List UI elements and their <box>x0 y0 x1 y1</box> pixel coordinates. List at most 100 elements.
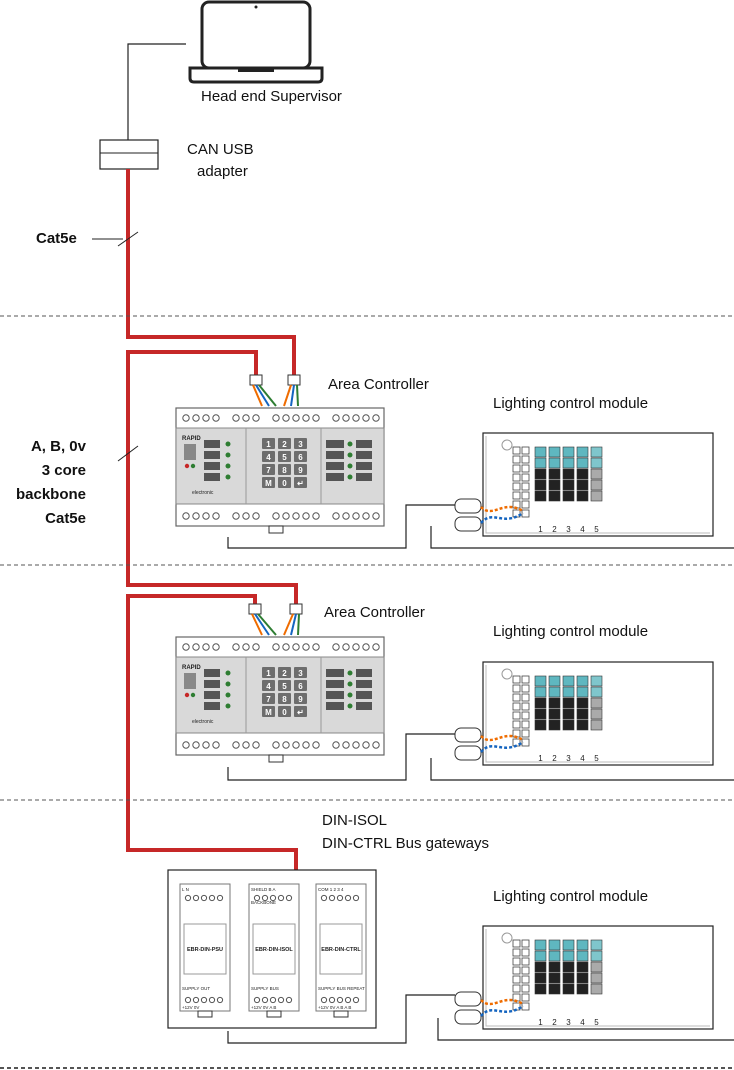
terminal-screw <box>344 894 352 902</box>
keypad-key-label: 9 <box>298 695 303 704</box>
channel-number: 4 <box>580 754 585 763</box>
keypad-key <box>278 477 291 488</box>
function-key <box>356 451 372 459</box>
keypad-key <box>278 693 291 704</box>
usb-cable <box>127 43 186 140</box>
terminal-screw <box>352 414 360 422</box>
channel-number: 1 <box>538 754 543 763</box>
terminal-block <box>521 482 530 491</box>
relay-channel <box>590 446 603 458</box>
keypad-key-label: ↵ <box>297 479 304 488</box>
terminal-screw <box>362 512 370 520</box>
keypad-key <box>262 680 275 691</box>
terminal-screw <box>302 414 310 422</box>
terminal-block <box>521 939 530 948</box>
terminal-block <box>521 1002 530 1011</box>
relay-channel <box>562 972 575 984</box>
terminal-block <box>521 738 530 747</box>
display-window <box>184 673 196 689</box>
adapter-label-line2: adapter <box>197 163 248 180</box>
keypad-key-label: 1 <box>266 669 271 678</box>
gateway-front-panel <box>252 923 296 975</box>
terminal-screw <box>269 996 277 1004</box>
backbone-cable <box>126 169 298 870</box>
relay-channel <box>548 719 561 731</box>
relay-channel <box>576 719 589 731</box>
terminal-screw <box>182 414 190 422</box>
indicator-led-icon <box>347 692 353 698</box>
keypad-key-label: 0 <box>282 708 287 717</box>
channel-number: 2 <box>552 754 557 763</box>
relay-channel <box>562 950 575 962</box>
terminal-screw <box>182 512 190 520</box>
function-key <box>204 669 220 677</box>
relay-channel <box>548 939 561 951</box>
terminal-screw <box>261 894 269 902</box>
terminal-screw <box>182 741 190 749</box>
relay-channel <box>590 950 603 962</box>
terminal-screw <box>312 512 320 520</box>
terminal-block <box>521 957 530 966</box>
terminal-block <box>521 993 530 1002</box>
relay-channel <box>590 457 603 469</box>
relay-channel <box>548 961 561 973</box>
terminal-screw <box>312 643 320 651</box>
keypad-key <box>294 464 307 475</box>
module-inner-edge <box>485 436 710 534</box>
relay-channel <box>548 457 561 469</box>
terminal-screw <box>332 414 340 422</box>
din-clip <box>333 1010 349 1018</box>
function-key <box>356 462 372 470</box>
brand-label: RAPID <box>182 665 201 671</box>
indicator-led-icon <box>225 452 231 458</box>
keypad-key-label: 4 <box>266 682 271 691</box>
relay-channel <box>590 675 603 687</box>
relay-channel <box>562 675 575 687</box>
module-feed-wires <box>227 504 734 1044</box>
terminal-screw <box>312 414 320 422</box>
keypad-key <box>262 706 275 717</box>
signal-wire <box>297 613 300 636</box>
relay-channel <box>576 446 589 458</box>
maker-label: electronic <box>192 490 214 496</box>
indicator-led-icon <box>225 681 231 687</box>
terminal-screw <box>200 894 208 902</box>
terminal-screw <box>212 414 220 422</box>
relay-channel <box>576 983 589 995</box>
function-key <box>204 440 220 448</box>
keypad-key <box>294 667 307 678</box>
brand-label: RAPID <box>182 436 201 442</box>
channel-number: 1 <box>538 525 543 534</box>
relay-channel <box>548 446 561 458</box>
terminal-screw <box>277 996 285 1004</box>
relay-channel <box>548 490 561 502</box>
relay-channel <box>562 446 575 458</box>
relay-channel <box>548 675 561 687</box>
relay-channel <box>548 468 561 480</box>
terminal-screw <box>216 996 224 1004</box>
function-key <box>204 473 220 481</box>
relay-channel <box>562 708 575 720</box>
terminal-screw <box>212 741 220 749</box>
relay-channel <box>548 686 561 698</box>
connector-plug <box>248 603 262 615</box>
terminal-screw <box>232 643 240 651</box>
terminal-screw <box>320 996 328 1004</box>
relay-channel <box>576 457 589 469</box>
keypad-key <box>294 693 307 704</box>
gateway-terminal-label: SUPPLY BUS <box>251 986 279 991</box>
keypad-key <box>278 667 291 678</box>
terminal-screw <box>272 643 280 651</box>
keypad-key <box>294 680 307 691</box>
terminal-block <box>521 711 530 720</box>
status-led-icon <box>184 692 190 698</box>
relay-channel <box>562 686 575 698</box>
terminal-screw <box>277 894 285 902</box>
din-clip <box>268 754 284 763</box>
signal-wire <box>290 613 297 636</box>
relay-channel <box>548 983 561 995</box>
channel-number: 4 <box>580 1018 585 1027</box>
indicator-led-icon <box>347 703 353 709</box>
relay-channel <box>590 686 603 698</box>
terminal-block <box>512 482 521 491</box>
